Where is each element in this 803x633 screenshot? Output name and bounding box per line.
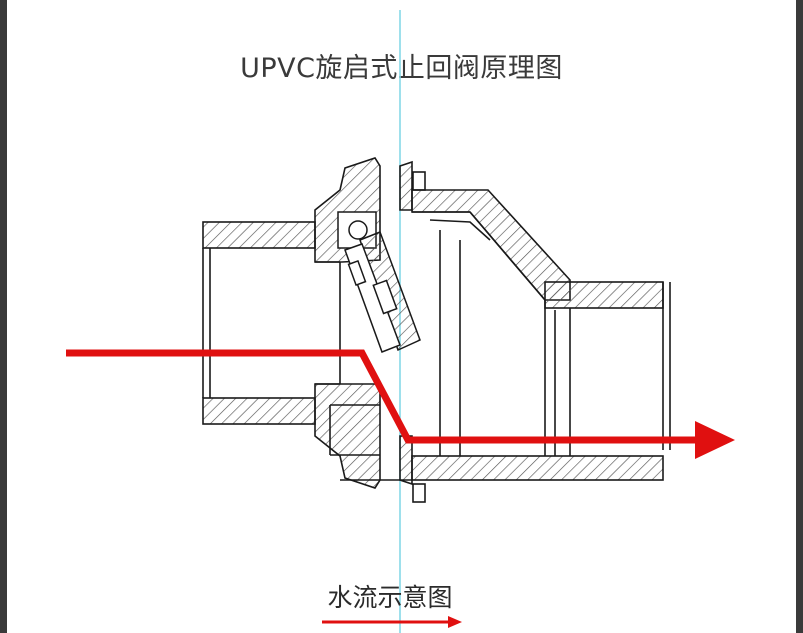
legend-arrow [322, 616, 462, 628]
valve-body [202, 157, 671, 503]
hinge-pin [348, 220, 368, 240]
left-union-lower [314, 383, 381, 489]
arrow-right-icon [448, 616, 462, 628]
diagram-title: UPVC旋启式止回阀原理图 [240, 53, 563, 84]
window-left-edge [0, 0, 7, 633]
inlet-lower-wall [202, 397, 316, 425]
window-right-edge [796, 0, 803, 633]
right-union-upper [399, 160, 413, 211]
flow-path [66, 349, 735, 459]
inlet-upper-wall [202, 221, 316, 249]
swing-disc-assembly [337, 211, 421, 353]
body-bottom-wall [411, 455, 664, 481]
bolt-top [412, 171, 426, 191]
legend-label: 水流示意图 [327, 583, 453, 612]
bolt-bottom [412, 483, 426, 503]
arrow-right-icon [695, 421, 735, 459]
outlet-upper-wall [544, 281, 664, 309]
